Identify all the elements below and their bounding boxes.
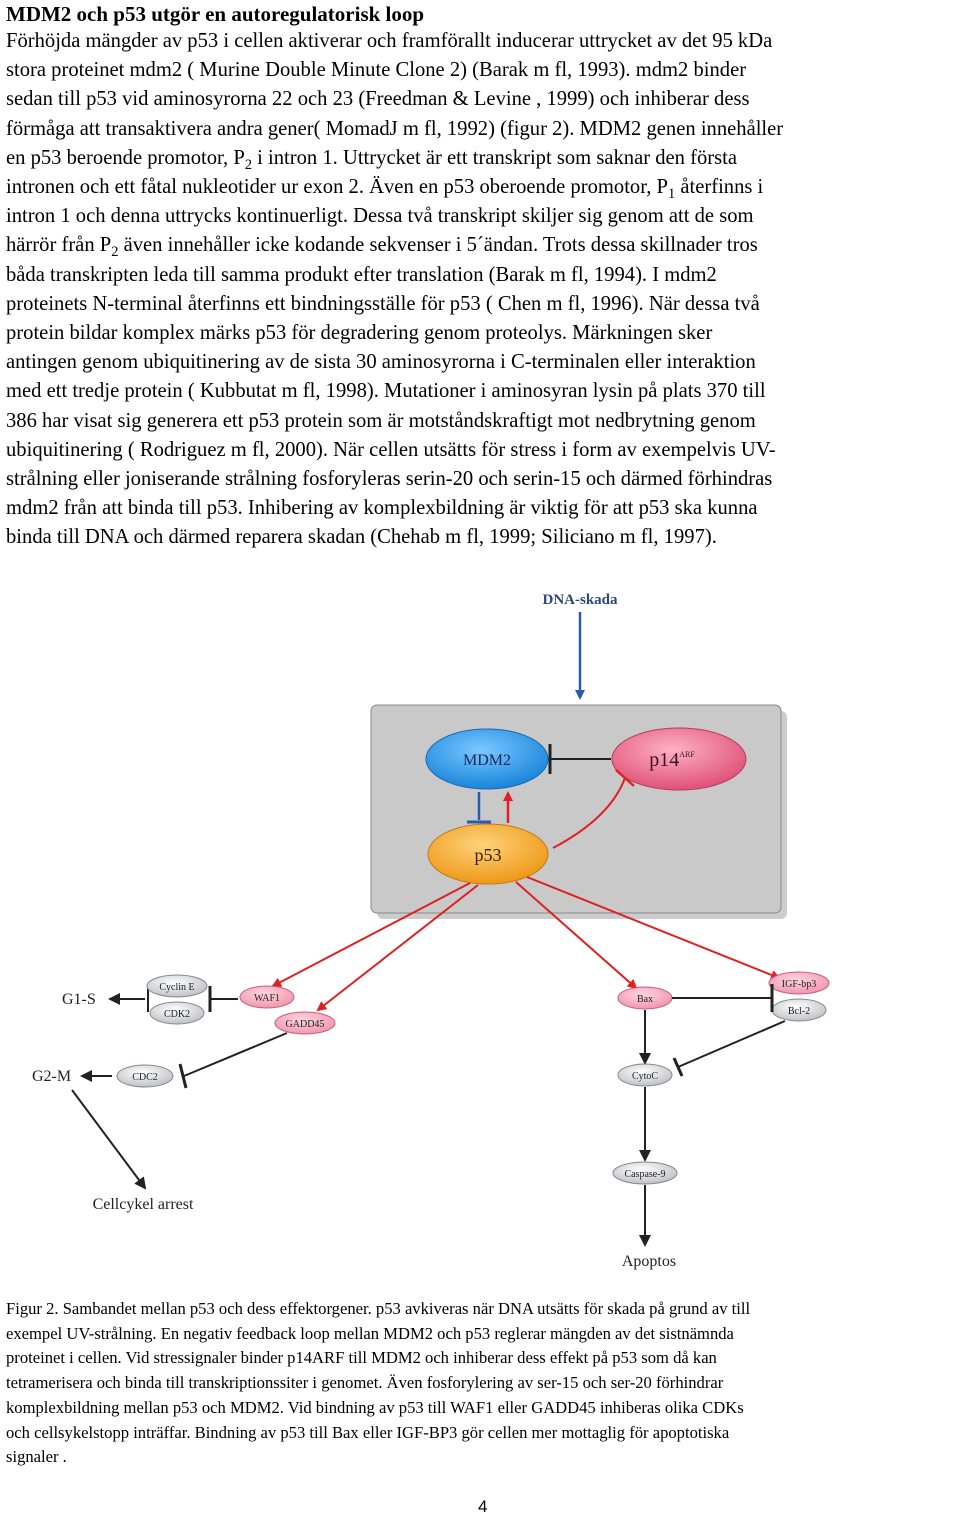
- p53-node: [427, 823, 549, 885]
- text-line: en p53 beroende promotor, P2 i intron 1.…: [6, 144, 960, 173]
- inhibition-bar: [672, 1057, 684, 1077]
- text-line: härrör från P2 även innehåller icke koda…: [6, 231, 960, 260]
- text-line: intron 1 och denna uttrycks kontinuerlig…: [6, 205, 754, 228]
- g2m-label: G2-M: [32, 1068, 71, 1085]
- p53-label: p53: [475, 845, 502, 865]
- mdm2-node: [425, 728, 549, 790]
- text-run: en p53 beroende promotor, P: [6, 146, 245, 169]
- text-line: 386 har visat sig generera ett p53 prote…: [6, 409, 756, 432]
- p53-to-bax: [515, 881, 638, 990]
- text-line: stora proteinet mdm2 ( Murine Double Min…: [6, 59, 747, 82]
- figure-caption: Figur 2. Sambandet mellan p53 och dess e…: [6, 1297, 960, 1470]
- caspase-9-node: [612, 1161, 678, 1185]
- subscript: 1: [668, 186, 676, 203]
- p14-text: p14: [649, 749, 679, 771]
- page-number: 4: [478, 1497, 488, 1516]
- caption-line: Figur 2. Sambandet mellan p53 och dess e…: [6, 1299, 751, 1318]
- caption-line: signaler .: [6, 1447, 67, 1467]
- bcl2-to-cytoc: [677, 1020, 786, 1068]
- text-run: återfinns i: [675, 176, 764, 199]
- text-line: med ett tredje protein ( Kubbutat m fl, …: [6, 380, 766, 403]
- text-line: proteinets N-terminal återfinns ett bind…: [6, 292, 760, 315]
- p14arf-node: [611, 727, 747, 791]
- subscript: 2: [111, 244, 119, 261]
- text-run: även innehåller icke kodande sekvenser i…: [118, 234, 758, 257]
- waf1-node: [239, 985, 295, 1009]
- text-line: förmåga att transaktivera andra gener( M…: [6, 117, 784, 140]
- arf-superscript: ARF: [679, 750, 695, 759]
- text-line: antingen genom ubiquitinering av de sist…: [6, 351, 756, 374]
- caption-line: och cellsykelstopp inträffar. Bindning a…: [6, 1422, 730, 1442]
- body-paragraph: Förhöjda mängder av p53 i cellen aktiver…: [6, 27, 960, 553]
- text-line: protein bildar komplex märks p53 för deg…: [6, 322, 713, 345]
- inhibition-bar: [615, 769, 635, 787]
- caption-line: proteinet i cellen. Vid stressignaler bi…: [6, 1348, 717, 1368]
- text-run: härrör från P: [6, 234, 112, 257]
- subscript: 2: [244, 156, 253, 173]
- gadd45-node: [274, 1011, 336, 1035]
- text-line: sedan till p53 vid aminosyrorna 22 och 2…: [6, 88, 750, 111]
- text-line: Förhöjda mängder av p53 i cellen aktiver…: [6, 30, 773, 52]
- waf1-label: WAF1: [254, 993, 280, 1004]
- text-run: intronen och ett fåtal nukleotider ur ex…: [6, 176, 668, 199]
- cytoc-node: [617, 1063, 673, 1087]
- bcl2-label: Bcl-2: [788, 1006, 810, 1017]
- apoptosis-label: Apoptos: [622, 1253, 676, 1270]
- gadd45-inhibits-cdc2: [183, 1032, 288, 1077]
- cyclin-e-node: [146, 974, 208, 998]
- text-line: mdm2 från att binda till p53. Inhibering…: [6, 497, 758, 520]
- cytoc-label: CytoC: [632, 1071, 658, 1082]
- cdc2-node: [116, 1064, 174, 1088]
- inhibition-bar: [178, 1063, 188, 1089]
- gadd45-label: GADD45: [286, 1019, 325, 1030]
- igf-bp3-node: [768, 971, 830, 995]
- p14-inhibits-p53: [552, 777, 626, 849]
- section-heading: MDM2 och p53 utgör en autoregulatorisk l…: [6, 2, 425, 26]
- caption-line: tetramerisera och binda till transkripti…: [6, 1373, 724, 1393]
- p53-to-gadd45: [316, 884, 479, 1012]
- dna-damage-label: DNA-skada: [542, 592, 618, 608]
- cdk2-node: [149, 1001, 205, 1025]
- p14arf-label: p14ARF: [649, 749, 695, 771]
- text-line: ubiquitinering ( Rodriguez m fl, 2000). …: [6, 438, 776, 461]
- text-line: binda till DNA och därmed reparera skada…: [6, 526, 717, 549]
- mdm2-label: MDM2: [463, 752, 511, 769]
- text-line: strålning eller joniserande strålning fo…: [6, 468, 773, 491]
- cdc2-label: CDC2: [132, 1072, 158, 1083]
- bax-label: Bax: [637, 994, 653, 1005]
- cyclin-e-label: Cyclin E: [159, 982, 194, 993]
- to-arrest-line: [71, 1089, 147, 1190]
- caspase-9-label: Caspase-9: [624, 1169, 665, 1180]
- g1s-label: G1-S: [62, 991, 96, 1008]
- p53-pathway-diagram: DNA-skada MDM2 p14ARF p53 G1-S Cyclin E …: [32, 592, 830, 1270]
- cell-cycle-arrest-label: Cellcykel arrest: [93, 1196, 194, 1213]
- text-run: i intron 1. Uttrycket är ett transkript …: [252, 146, 737, 169]
- caption-line: exempel UV-strålning. En negativ feedbac…: [6, 1323, 734, 1343]
- p53-to-igfbp3: [526, 876, 781, 980]
- caption-line: komplexbildning mellan p53 och MDM2. Vid…: [6, 1397, 744, 1417]
- text-line: intronen och ett fåtal nukleotider ur ex…: [6, 173, 960, 202]
- igf-bp3-label: IGF-bp3: [782, 979, 816, 990]
- text-line: båda transkripten leda till samma produk…: [6, 263, 717, 286]
- p53-to-waf1: [271, 882, 471, 987]
- cdk2-label: CDK2: [164, 1009, 190, 1020]
